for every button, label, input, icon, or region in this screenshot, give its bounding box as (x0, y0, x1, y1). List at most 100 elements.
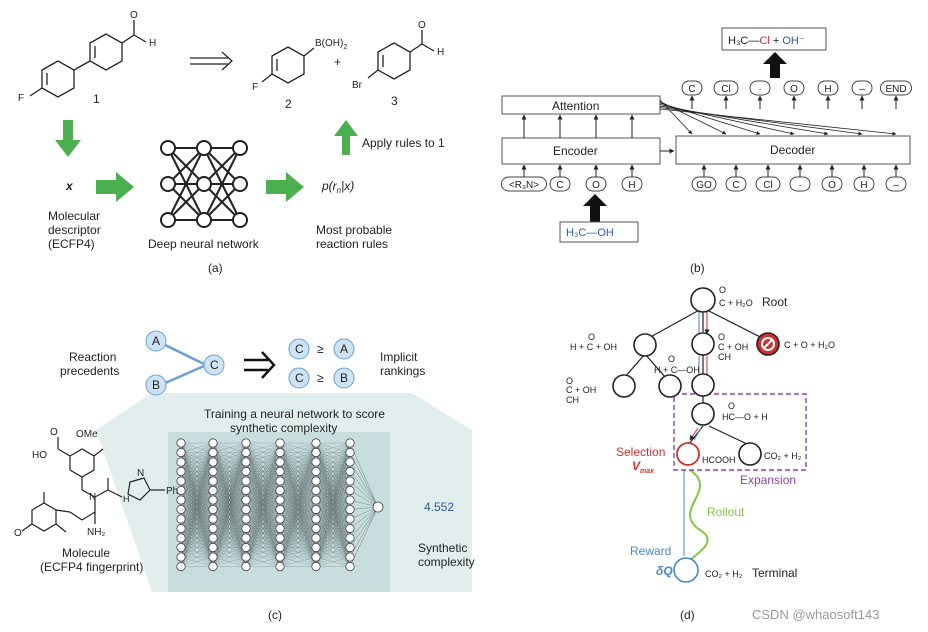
scoring-node-0-2 (176, 457, 186, 467)
scoring-node-3-11 (275, 542, 285, 553)
n4-top: O (566, 376, 573, 386)
root-node (690, 287, 716, 313)
node-5 (658, 374, 682, 398)
tree-edges (623, 307, 767, 445)
output-arrow (763, 52, 787, 78)
decoder-label: Decoder (770, 143, 815, 157)
scoring-node-0-0 (176, 438, 186, 448)
decoder-input-6: – (885, 164, 907, 192)
scoring-node-2-12 (241, 552, 251, 562)
scoring-node-2-7 (241, 504, 251, 515)
svg-text:H: H (628, 180, 635, 191)
scoring-node-2-13 (241, 561, 251, 572)
mol1-o-label: O (130, 10, 138, 21)
svg-text:Cl: Cl (763, 180, 772, 191)
encoder-input-3: H (621, 164, 643, 192)
node-7 (691, 402, 715, 426)
descriptor-line3: (ECFP4) (48, 237, 95, 251)
scoring-node-3-4 (275, 476, 285, 486)
node-c (203, 354, 225, 376)
n6-top: O (728, 401, 735, 411)
training-line1: Training a neural network to score (204, 407, 385, 421)
decoder-output-5: – (851, 80, 873, 109)
molecule-line2: (ECFP4 fingerprint) (40, 560, 143, 574)
svg-text:·: · (758, 84, 761, 95)
scoring-node-5-2 (345, 457, 355, 467)
dnn-node-2-0 (232, 140, 248, 156)
decoder-input-2: Cl (755, 164, 781, 192)
input-molecule-box (559, 221, 639, 243)
implies-arrow (244, 351, 276, 379)
caption-c: (c) (268, 608, 282, 622)
selection-label: Selection (616, 445, 665, 459)
panel-c: A B C Reaction precedents C ≥ A C ≥ B Im… (14, 330, 475, 622)
svg-text:O: O (828, 180, 836, 191)
molecule-line1: Molecule (62, 546, 110, 560)
encoder-label: Encoder (553, 144, 598, 158)
scoring-node-4-3 (311, 466, 321, 477)
dnn-node-1-0 (196, 140, 212, 156)
mol1-h-label: H (149, 38, 156, 49)
scoring-node-2-6 (241, 495, 251, 505)
svg-text:·: · (798, 180, 801, 191)
mol2-f-label: F (252, 82, 258, 93)
reaction-line2: precedents (60, 364, 119, 378)
node-2 (691, 332, 715, 356)
n4-formula: C + OH (566, 385, 596, 395)
node-a-label: A (152, 334, 160, 348)
scoring-node-5-0 (345, 438, 355, 448)
scoring-node-3-12 (275, 552, 285, 562)
scoring-node-0-12 (176, 552, 186, 562)
selection-path (689, 312, 710, 441)
scoring-node-1-5 (208, 485, 218, 496)
vmax-label: Vmax (632, 459, 655, 475)
node-c-label: C (210, 358, 219, 372)
mol-ho: HO (32, 450, 47, 461)
selection-node (676, 442, 700, 466)
scoring-node-1-1 (208, 447, 218, 458)
root-formula: C + H₂O (719, 298, 753, 308)
n2-formula: C + OH (718, 342, 748, 352)
watermark: CSDN @whaosoft143 (752, 607, 879, 622)
scoring-node-0-6 (176, 495, 186, 505)
scoring-node-4-9 (311, 523, 321, 534)
molecule-2 (261, 46, 315, 84)
scoring-node-0-3 (176, 466, 186, 477)
svg-text:C: C (556, 180, 563, 191)
scoring-node-5-7 (345, 504, 355, 515)
terminal-label: Terminal (752, 566, 797, 580)
root-formula-top: O (719, 285, 726, 295)
scoring-node-3-3 (275, 466, 285, 477)
decoder-input-5: H (853, 164, 875, 192)
scoring-node-5-10 (345, 533, 355, 543)
scoring-node-4-13 (311, 561, 321, 572)
scoring-node-5-13 (345, 561, 355, 572)
attention-connections (521, 99, 897, 138)
scoring-node-1-8 (208, 514, 218, 524)
molecule-1 (29, 20, 147, 98)
mol-nh2: NH₂ (87, 527, 105, 538)
probable-line1: Most probable (316, 223, 392, 237)
scoring-node-5-4 (345, 476, 355, 486)
svg-text:GO: GO (696, 180, 712, 191)
scoring-node-3-10 (275, 533, 285, 543)
dnn-node-1-2 (196, 212, 212, 228)
n1-formula: H + C + OH (570, 342, 617, 352)
scoring-node-3-8 (275, 514, 285, 524)
synthetic-line2: complexity (418, 555, 475, 569)
scoring-node-4-5 (311, 485, 321, 496)
mol2-boron-label: B(OH)2 (315, 38, 347, 51)
svg-text:C: C (688, 84, 695, 95)
scoring-node-5-12 (345, 552, 355, 562)
scoring-node-2-3 (241, 466, 251, 477)
rank1-op: ≥ (317, 342, 324, 356)
mol-h: H (123, 494, 130, 504)
node-4 (612, 374, 636, 398)
scoring-node-4-12 (311, 552, 321, 562)
green-arrow-up (334, 120, 358, 155)
scoring-node-4-2 (311, 457, 321, 467)
scoring-node-3-0 (275, 438, 285, 448)
scoring-node-2-4 (241, 476, 251, 486)
scoring-node-1-9 (208, 523, 218, 534)
rollout-path (687, 469, 709, 566)
